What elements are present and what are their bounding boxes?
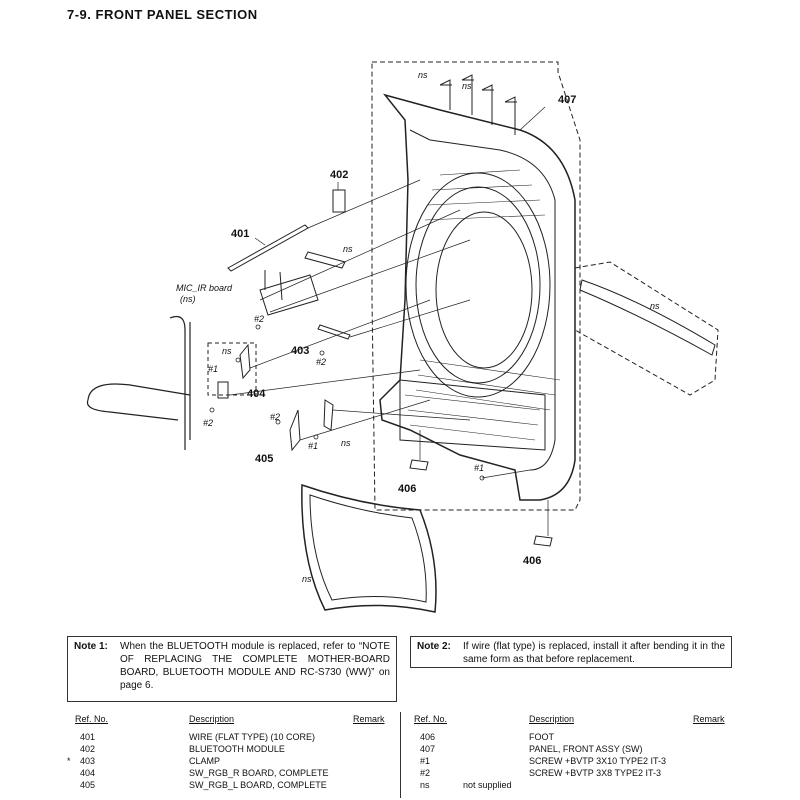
callout-401: 401 <box>231 228 249 240</box>
screw-label: #2 <box>203 418 213 428</box>
screw-label: #1 <box>474 463 484 473</box>
gasket-frame <box>301 483 437 613</box>
ns-label: ns <box>302 574 312 584</box>
header-description: Description <box>189 714 235 724</box>
bluetooth-module <box>332 189 346 213</box>
ns-label: ns <box>343 244 353 254</box>
exploded-view-diagram: 407 402 401 403 404 405 406 406 MIC_IR b… <box>86 61 719 613</box>
screw-label: #1 <box>308 441 318 451</box>
header-remark: Remark <box>353 714 385 724</box>
screw-label: #2 <box>254 314 264 324</box>
callout-407: 407 <box>558 94 576 106</box>
mic-ir-board-ns: (ns) <box>180 294 196 304</box>
header-description: Description <box>529 714 575 724</box>
screw-label: #2 <box>270 412 280 422</box>
callout-403: 403 <box>291 345 309 357</box>
screw-label: #1 <box>208 364 218 374</box>
note-2-text: If wire (flat type) is replaced, install… <box>463 641 725 665</box>
parts-divider <box>400 712 401 798</box>
callout-406-a: 406 <box>398 483 416 495</box>
note-2-label: Note 2: <box>417 641 451 652</box>
callout-406-b: 406 <box>523 555 541 567</box>
mic-ir-board <box>259 274 319 316</box>
mic-ir-board-label: MIC_IR board <box>176 283 233 293</box>
front-panel-shell <box>379 93 576 501</box>
guide-lines <box>229 106 549 536</box>
header-remark: Remark <box>693 714 725 724</box>
ns-label: ns <box>341 438 351 448</box>
sw-rgb-r-board <box>217 381 229 399</box>
note-1: Note 1: When the BLUETOOTH module is rep… <box>67 636 397 702</box>
header-ref-no: Ref. No. <box>75 714 109 724</box>
callout-405: 405 <box>255 453 273 465</box>
note-2: Note 2: If wire (flat type) is replaced,… <box>410 636 732 668</box>
sw-rgb-l-board <box>289 409 301 452</box>
speaker-ring-outer <box>405 172 551 398</box>
header-ref-no: Ref. No. <box>414 714 448 724</box>
assembly-boundary-407 <box>371 61 581 511</box>
ns-label: ns <box>222 346 232 356</box>
section-title: 7-9. FRONT PANEL SECTION <box>67 7 258 22</box>
note-1-text: When the BLUETOOTH module is replaced, r… <box>120 641 390 691</box>
assembly-boundary-trim <box>574 261 719 396</box>
side-trim <box>579 279 716 356</box>
callout-402: 402 <box>330 169 348 181</box>
callout-404: 404 <box>247 388 266 400</box>
foot-2 <box>533 535 553 547</box>
note-1-label: Note 1: <box>74 641 108 652</box>
ns-label: ns <box>462 81 472 91</box>
ns-label: ns <box>650 301 660 311</box>
cable <box>86 315 191 450</box>
clamp <box>317 324 351 340</box>
foot-1 <box>409 459 429 471</box>
screw-label: #2 <box>316 357 326 367</box>
assembly-boundary-404 <box>207 342 257 396</box>
screw-marks <box>209 324 485 481</box>
ns-label: ns <box>418 70 428 80</box>
